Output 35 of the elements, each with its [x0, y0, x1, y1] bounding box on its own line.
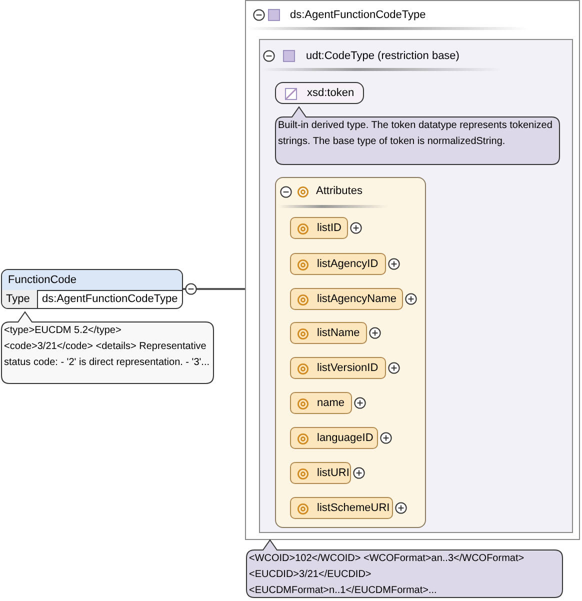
- annotation-callout: [275, 106, 560, 165]
- element-name: FunctionCode: [8, 273, 76, 287]
- attribute-name: listAgencyID: [317, 257, 378, 271]
- type-name: xsd:token: [307, 86, 354, 100]
- attributes-group-box: [275, 177, 426, 528]
- type-value: ds:AgentFunctionCodeType: [42, 292, 178, 306]
- attribute-name: listName: [317, 326, 360, 340]
- annotation-callout: [1, 311, 214, 384]
- attribute-name: listURI: [317, 466, 350, 480]
- group-title: Attributes: [316, 184, 362, 198]
- attribute-box: [290, 217, 348, 239]
- annotation-text: <type>EUCDM 5.2</type> <code>3/21</code> <details> Representative status code: - '2' is direct representation. - '3'...: [4, 324, 211, 370]
- attribute-name: listVersionID: [317, 361, 378, 375]
- annotation-text: <WCOID>102</WCOID> <WCOFormat>an..3</WCOFormat> <EUCDID>3/21</EUCDID> <EUCDMFormat>n..1</EUCDMFormat>...: [249, 552, 526, 598]
- connector-line: [183, 288, 245, 290]
- attribute-box: [290, 322, 367, 344]
- attribute-box: [290, 357, 386, 379]
- type-name: udt:CodeType (restriction base): [306, 49, 460, 63]
- attribute-box: [290, 253, 386, 275]
- attribute-name: languageID: [317, 431, 374, 445]
- attribute-box: [290, 288, 403, 310]
- type-name: ds:AgentFunctionCodeType: [290, 8, 426, 22]
- attribute-box: [290, 462, 351, 484]
- simple-type-box: [275, 82, 364, 104]
- attribute-name: name: [317, 396, 345, 410]
- attribute-name: listID: [317, 221, 342, 235]
- attribute-box: [290, 427, 378, 449]
- attribute-name: listAgencyName: [317, 292, 396, 306]
- element-box: [1, 269, 183, 309]
- attribute-box: [290, 497, 393, 519]
- annotation-text: Built-in derived type. The token datatype represents tokenized strings. The base type of token is normalizedString.: [278, 119, 554, 149]
- type-label: Type: [6, 292, 30, 306]
- attribute-name: listSchemeURI: [317, 501, 390, 515]
- attribute-box: [290, 392, 352, 414]
- annotation-callout: [246, 539, 563, 598]
